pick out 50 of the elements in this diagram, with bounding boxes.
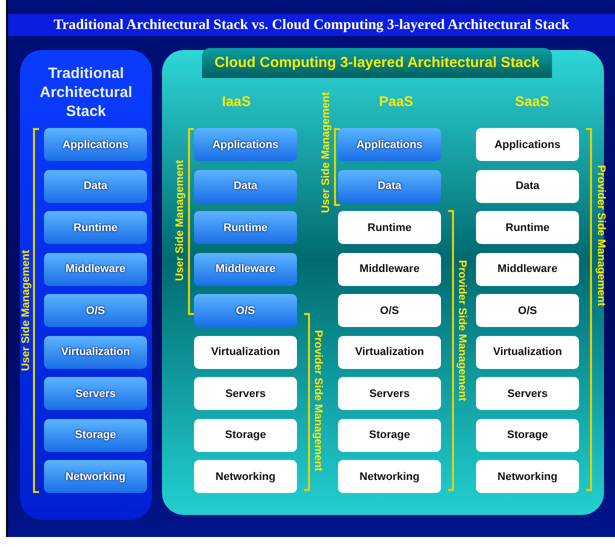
title-banner: Traditional Architectural Stack vs. Cloud Computing 3-layered Architectural Stack xyxy=(8,14,615,36)
panel-title: Traditional Architectural Stack xyxy=(38,64,134,121)
layer-box: Middleware xyxy=(476,252,579,286)
layer-box: O/S xyxy=(476,294,579,327)
layer-box: Servers xyxy=(44,377,147,410)
layer-box: Runtime xyxy=(44,211,147,244)
layer-box: Virtualization xyxy=(194,336,297,368)
stack-panel xyxy=(20,50,152,520)
layer-box: Middleware xyxy=(44,252,147,286)
layer-box: Networking xyxy=(476,460,579,493)
column-heading: SaaS xyxy=(515,93,550,109)
bracket-label: User Side Management xyxy=(174,160,186,282)
layer-box: Data xyxy=(194,170,297,202)
layer-box: Networking xyxy=(44,460,147,493)
layer-box: O/S xyxy=(338,294,441,327)
layer-box: Runtime xyxy=(194,211,297,244)
stack-panel xyxy=(162,50,604,515)
layer-box: Data xyxy=(338,170,441,202)
bracket-label: Provider Side Management xyxy=(312,330,324,472)
layer-box: Storage xyxy=(476,418,579,452)
layer-box: Servers xyxy=(194,377,297,410)
layer-box: Applications xyxy=(476,128,579,161)
layer-box: Storage xyxy=(194,418,297,452)
layer-box: Middleware xyxy=(338,252,441,286)
layer-box: Applications xyxy=(44,128,147,161)
layer-box: Virtualization xyxy=(476,336,579,368)
bracket-label: User Side Management xyxy=(20,250,32,372)
layer-box: Data xyxy=(44,170,147,202)
layer-box: Networking xyxy=(194,460,297,493)
bracket-label: Provider Side Management xyxy=(595,165,607,306)
panel-title: Cloud Computing 3-layered Architectural Stack xyxy=(202,48,552,78)
column-heading: PaaS xyxy=(379,93,414,109)
layer-box: Servers xyxy=(338,377,441,410)
layer-box: Middleware xyxy=(194,252,297,286)
layer-box: O/S xyxy=(44,294,147,327)
layer-box: Runtime xyxy=(476,211,579,244)
layer-box: Servers xyxy=(476,377,579,410)
layer-box: Storage xyxy=(338,418,441,452)
column-heading: IaaS xyxy=(222,93,251,109)
layer-box: Virtualization xyxy=(338,336,441,368)
bracket-label: Provider Side Management xyxy=(456,260,468,402)
layer-box: O/S xyxy=(194,294,297,327)
layer-box: Networking xyxy=(338,460,441,493)
bracket-label: User Side Management xyxy=(320,92,332,214)
layer-box: Storage xyxy=(44,418,147,452)
layer-box: Applications xyxy=(194,128,297,161)
layer-box: Virtualization xyxy=(44,336,147,368)
layer-box: Runtime xyxy=(338,211,441,244)
layer-box: Data xyxy=(476,170,579,202)
layer-box: Applications xyxy=(338,128,441,161)
